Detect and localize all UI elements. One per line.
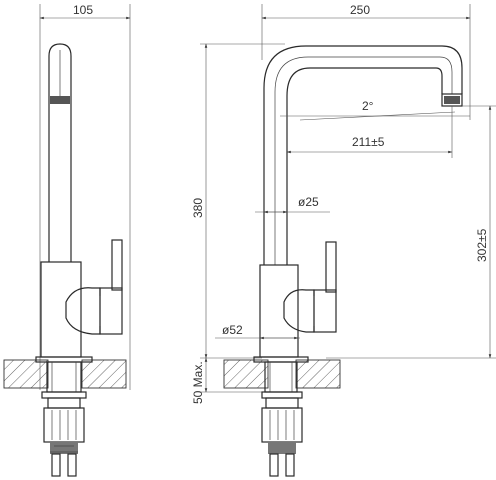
spout-angle-label: 2° [362,99,374,113]
dim-spout-diameter: ø25 [255,195,330,214]
dim-body-diameter: ø52 [215,323,300,340]
side-view: 250 380 50 Max. 2° [191,3,496,477]
side-width-label: 250 [350,3,370,17]
front-spout [48,43,72,262]
side-body [259,241,337,358]
front-body [40,239,123,358]
side-mounting [261,391,303,477]
dim-front-width: 105 [39,3,131,390]
dim-max-countertop: 50 Max. [191,357,262,404]
spout-reach-label: 211±5 [352,135,385,149]
dim-spout-reach: 211±5 [286,106,453,158]
front-mounting [41,391,87,477]
dim-total-height: 380 [191,43,285,359]
side-countertop [223,356,341,393]
dim-spout-angle: 2° [280,99,470,121]
dim-side-width: 250 [261,3,471,120]
side-spout [263,45,463,265]
front-countertop [3,356,127,393]
spout-diameter-label: ø25 [298,195,319,209]
spout-height-label: 302±5 [475,228,489,262]
max-countertop-label: 50 Max. [191,361,205,404]
front-width-label: 105 [73,3,93,17]
front-view: 105 [3,3,131,477]
dim-spout-height: 302±5 [326,105,496,359]
total-height-label: 380 [191,198,205,218]
body-diameter-label: ø52 [222,323,243,337]
